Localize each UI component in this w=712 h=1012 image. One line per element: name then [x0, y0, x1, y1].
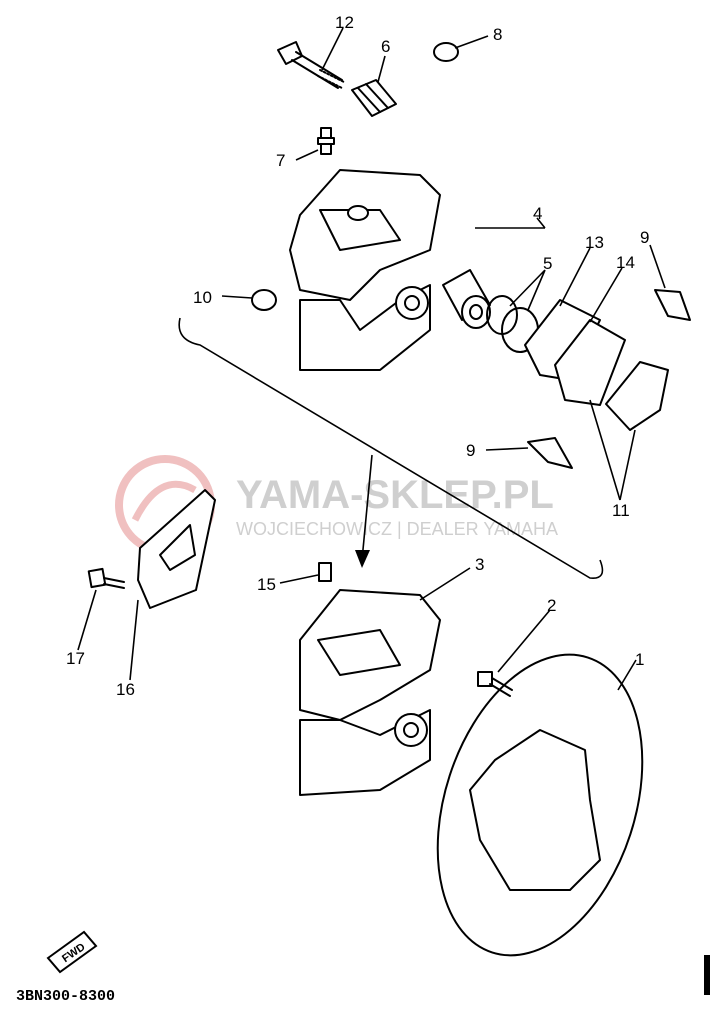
- boot-6: [351, 79, 397, 117]
- callout-4: 4: [533, 204, 542, 223]
- caliper-body-upper: [289, 169, 441, 371]
- callout-2: 2: [547, 596, 556, 615]
- callout-3: 3: [475, 555, 484, 574]
- callout-9-upper: 9: [640, 228, 649, 247]
- callout-1: 1: [635, 650, 644, 669]
- edge-mark: [704, 955, 710, 995]
- callout-14: 14: [616, 253, 635, 272]
- bolt-2: [477, 671, 513, 697]
- cap-8: [433, 42, 459, 62]
- pad-backing-11: [605, 361, 669, 431]
- callout-11: 11: [612, 501, 630, 520]
- bolt-17: [87, 567, 125, 589]
- bleed-screw-7: [317, 127, 335, 155]
- callout-12: 12: [335, 13, 354, 32]
- watermark-title: YAMA-SKLEP.PL: [236, 473, 554, 517]
- bleed-cap-15: [318, 562, 332, 582]
- callout-6: 6: [381, 37, 390, 56]
- assembly-bracket-line: [178, 317, 604, 579]
- lower-caliper-assembly: [299, 562, 441, 796]
- callout-16: 16: [116, 680, 135, 699]
- callout-17: 17: [66, 649, 85, 668]
- callout-10: 10: [193, 288, 212, 307]
- bolt-12: [277, 41, 345, 89]
- callout-15: 15: [257, 575, 276, 594]
- callout-labels: 1 2 3 4 5 6 7 8 9 9 10 11 12 13 14 15 16…: [66, 13, 649, 699]
- upper-caliper-assembly: [178, 41, 691, 579]
- callout-7: 7: [276, 151, 285, 170]
- pad-14: [554, 319, 626, 406]
- assembly-arrowhead: [355, 550, 370, 568]
- watermark-logo-mark: [131, 480, 197, 522]
- watermark-subtitle: WOJCIECHOWICZ | DEALER YAMAHA: [236, 519, 558, 539]
- callout-5: 5: [543, 254, 552, 273]
- callout-leaders: [77, 27, 666, 691]
- guard-16: [137, 489, 216, 609]
- callout-13: 13: [585, 233, 604, 252]
- bushing-10: [251, 289, 277, 311]
- piston-4: [442, 269, 491, 329]
- callout-9-lower: 9: [466, 441, 475, 460]
- pad-spring-9-lower: [527, 437, 573, 469]
- callout-8: 8: [493, 25, 502, 44]
- part-code: 3BN300-8300: [16, 988, 115, 1005]
- fwd-arrow-icon: FWD: [46, 930, 98, 974]
- pad-spring-9-upper: [654, 289, 691, 321]
- assembly-arrow: [361, 454, 373, 561]
- brake-disc-1: [436, 653, 644, 957]
- watermark: YAMA-SKLEP.PL WOJCIECHOWICZ | DEALER YAM…: [115, 455, 558, 555]
